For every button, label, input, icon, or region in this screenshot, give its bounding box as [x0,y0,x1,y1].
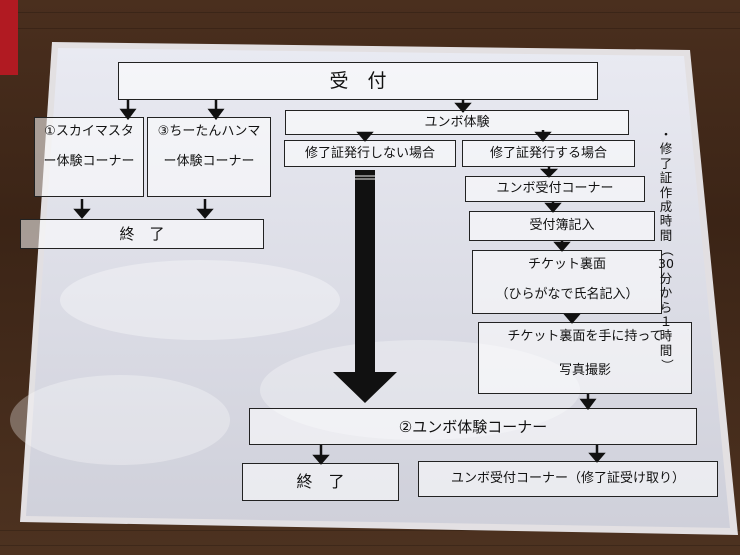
end-left-box: 終 了 [20,219,264,249]
ticket-name-label: （ひらがなで氏名記入） [495,286,639,302]
reception-box: 受 付 [118,62,598,100]
side-note-char: 作 [659,184,673,200]
ticket-hold-box: チケット裏面を手に持って 写真撮影 [478,322,692,394]
ticket-back-label: チケット裏面 [527,257,606,272]
side-note-char: 時 [659,213,673,229]
binder-edge [0,0,18,75]
side-note-char: 証 [659,170,673,186]
side-note-char: 間 [659,227,673,243]
no-cert-box: 修了証発行しない場合 [284,140,456,167]
register-box: 受付簿記入 [469,211,655,241]
side-note-char: １ [659,313,673,329]
with-cert-box: 修了証発行する場合 [462,140,635,167]
side-note-char: （ [659,243,675,257]
chiitan-box: ③ちーたんハンマ ー体験コーナー [147,117,271,197]
skymaster-label-1: ①スカイマスタ [44,124,134,139]
cert-pickup-box: ユンボ受付コーナー（修了証受け取り） [418,461,718,497]
skymaster-box: ①スカイマスタ ー体験コーナー [34,117,144,197]
yunbo-label: ユンボ体験 [424,114,490,130]
end-bottom-box: 終 了 [242,463,399,501]
yunbo-reception-box: ユンボ受付コーナー [465,176,645,202]
yunbo-corner-label: ②ユンボ体験コーナー [398,417,548,436]
side-note-char: か [659,285,673,301]
side-note-char: ら [659,299,673,315]
cert-pickup-label: ユンボ受付コーナー（修了証受け取り） [450,471,685,487]
reception-label: 受 付 [329,69,387,92]
photo-label: 写真撮影 [558,362,611,378]
yunbo-box: ユンボ体験 [285,110,629,135]
register-label: 受付簿記入 [529,218,595,234]
yunbo-reception-label: ユンボ受付コーナー [496,181,614,197]
end-bottom-label: 終 了 [296,472,345,492]
with-cert-label: 修了証発行する場合 [489,145,607,161]
skymaster-label-2: ー体験コーナー [43,153,135,169]
chiitan-label-2: ー体験コーナー [163,153,255,169]
no-cert-label: 修了証発行しない場合 [304,145,435,161]
side-note-char: 成 [659,198,673,214]
yunbo-corner-box: ②ユンボ体験コーナー [249,408,697,445]
side-note-char: ・ [659,127,673,142]
side-note-char: 修 [659,141,673,157]
side-note-char: 間 [659,342,673,358]
side-note-char: 時 [659,328,673,344]
chiitan-label-1: ③ちーたんハンマ [157,124,261,139]
side-note-char: 分 [659,270,673,286]
side-note-char: ） [659,358,675,372]
ticket-back-box: チケット裏面 （ひらがなで氏名記入） [472,250,662,314]
side-note-char: 30 [658,256,674,272]
side-note-char: 了 [659,155,673,171]
end-left-label: 終 了 [119,225,165,243]
ticket-hold-label: チケット裏面を手に持って [507,329,663,344]
